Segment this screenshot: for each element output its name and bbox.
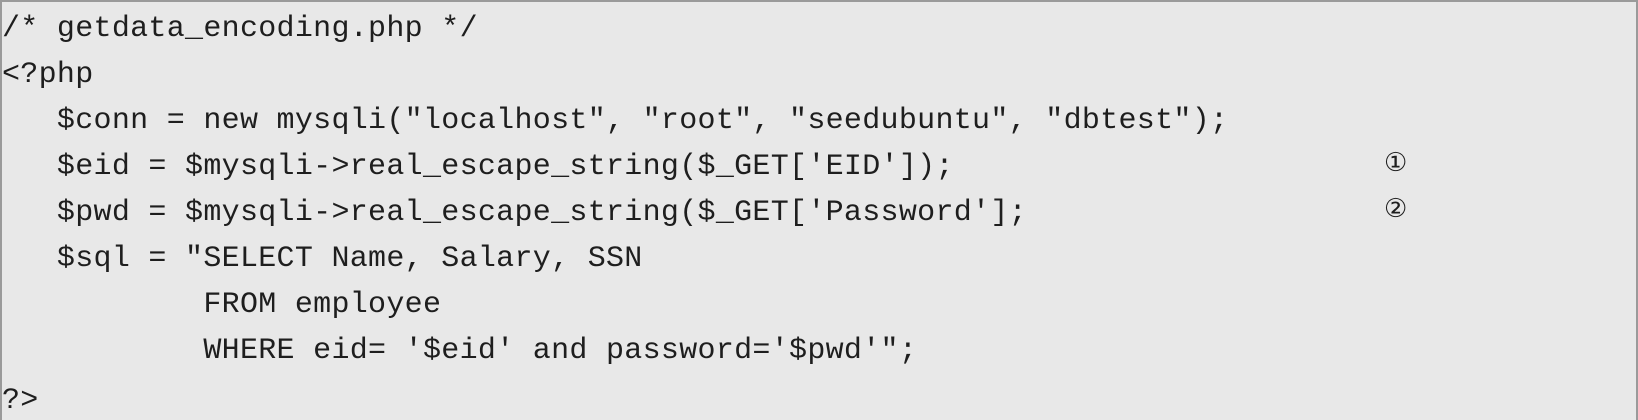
circled-number-two-marker: ② <box>1384 194 1408 224</box>
code-line-sql-from: FROM employee <box>2 288 442 322</box>
code-line-php-open: <?php <box>2 58 94 92</box>
circled-number-one-marker: ① <box>1384 148 1408 178</box>
code-line-php-close: ?> <box>2 384 39 418</box>
code-line-conn: $conn = new mysqli("localhost", "root", … <box>2 104 1229 138</box>
code-line-pwd: $pwd = $mysqli->real_escape_string($_GET… <box>2 196 1027 230</box>
code-line-eid: $eid = $mysqli->real_escape_string($_GET… <box>2 150 954 184</box>
code-line-comment: /* getdata_encoding.php */ <box>2 12 478 46</box>
code-line-sql-select: $sql = "SELECT Name, Salary, SSN <box>2 242 643 276</box>
code-line-sql-where: WHERE eid= '$eid' and password='$pwd'"; <box>2 334 918 368</box>
